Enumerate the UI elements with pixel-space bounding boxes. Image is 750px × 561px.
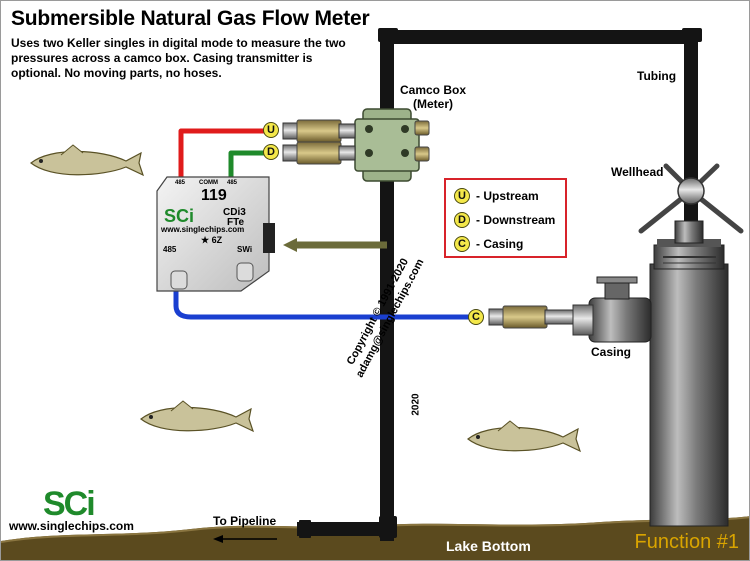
to-pipeline-arrow: [213, 535, 277, 543]
lake-bottom-label: Lake Bottom: [446, 538, 531, 554]
legend-item-casing: C - Casing: [454, 234, 523, 254]
lake-bottom: [1, 516, 749, 560]
swi-arrow: [283, 238, 387, 252]
legend-item-upstream: U - Upstream: [454, 186, 539, 206]
camco-box-label: Camco Box (Meter): [393, 83, 473, 111]
badge-upstream: U: [263, 122, 279, 138]
device-brand: SCi: [164, 206, 195, 226]
wire-casing: [173, 281, 476, 320]
wire-downstream: [228, 150, 271, 179]
wellhead-casing: [649, 220, 729, 527]
device-port-485-top-left: 485: [175, 180, 186, 186]
legend-text-upstream: - Upstream: [476, 189, 539, 203]
transmitter-casing: [488, 305, 574, 329]
legend-text-downstream: - Downstream: [476, 213, 556, 227]
wellhead-valve-hub: [677, 177, 705, 205]
device-port-485: 485: [163, 245, 177, 254]
logo-url: www.singlechips.com: [9, 519, 134, 533]
function-label: Function #1: [634, 531, 739, 553]
casing-label: Casing: [591, 345, 632, 359]
device-enclosure: [156, 176, 275, 292]
device-id: 119: [201, 187, 227, 204]
to-pipeline-label: To Pipeline: [213, 514, 277, 528]
legend-box: U - Upstream D - Downstream C - Casing: [444, 178, 567, 258]
badge-casing: C: [468, 309, 484, 325]
pipe-joints: [299, 28, 702, 538]
badge-downstream: D: [263, 144, 279, 160]
fish-1: [30, 144, 145, 177]
legend-badge-upstream: U: [454, 188, 470, 204]
device-url: www.singlechips.com: [161, 225, 245, 234]
legend-text-casing: - Casing: [476, 237, 524, 251]
camco-box-label-line1: Camco Box: [399, 83, 467, 97]
device-port-swi: SWi: [237, 245, 253, 254]
wire-upstream: [178, 128, 271, 179]
camco-box-label-line2: (Meter): [412, 97, 453, 111]
fish-3: [467, 420, 582, 453]
description-text: Uses two Keller singles in digital mode …: [11, 36, 346, 80]
page-title: Submersible Natural Gas Flow Meter: [11, 7, 370, 30]
fish-2: [140, 400, 255, 433]
device-port-comm: COMM: [199, 180, 218, 186]
transmitter-upstream: [282, 119, 356, 143]
tubing-pipe: [297, 30, 698, 541]
transmitter-downstream: [282, 141, 356, 165]
device-model-line2: FTe: [227, 217, 245, 228]
copyright-year: 2020: [410, 393, 422, 416]
device-port-485-top-right: 485: [227, 180, 238, 186]
casing-valve: [572, 276, 652, 343]
legend-badge-casing: C: [454, 236, 470, 252]
tubing-label: Tubing: [637, 69, 677, 83]
wellhead-label: Wellhead: [611, 165, 664, 179]
sci-logo: SCi: [43, 485, 96, 523]
device-code: ★ 6Z: [201, 235, 223, 245]
legend-item-downstream: D - Downstream: [454, 210, 555, 230]
device-model-line1: CDi3: [223, 207, 246, 218]
camco-box: [354, 108, 430, 182]
legend-badge-downstream: D: [454, 212, 470, 228]
